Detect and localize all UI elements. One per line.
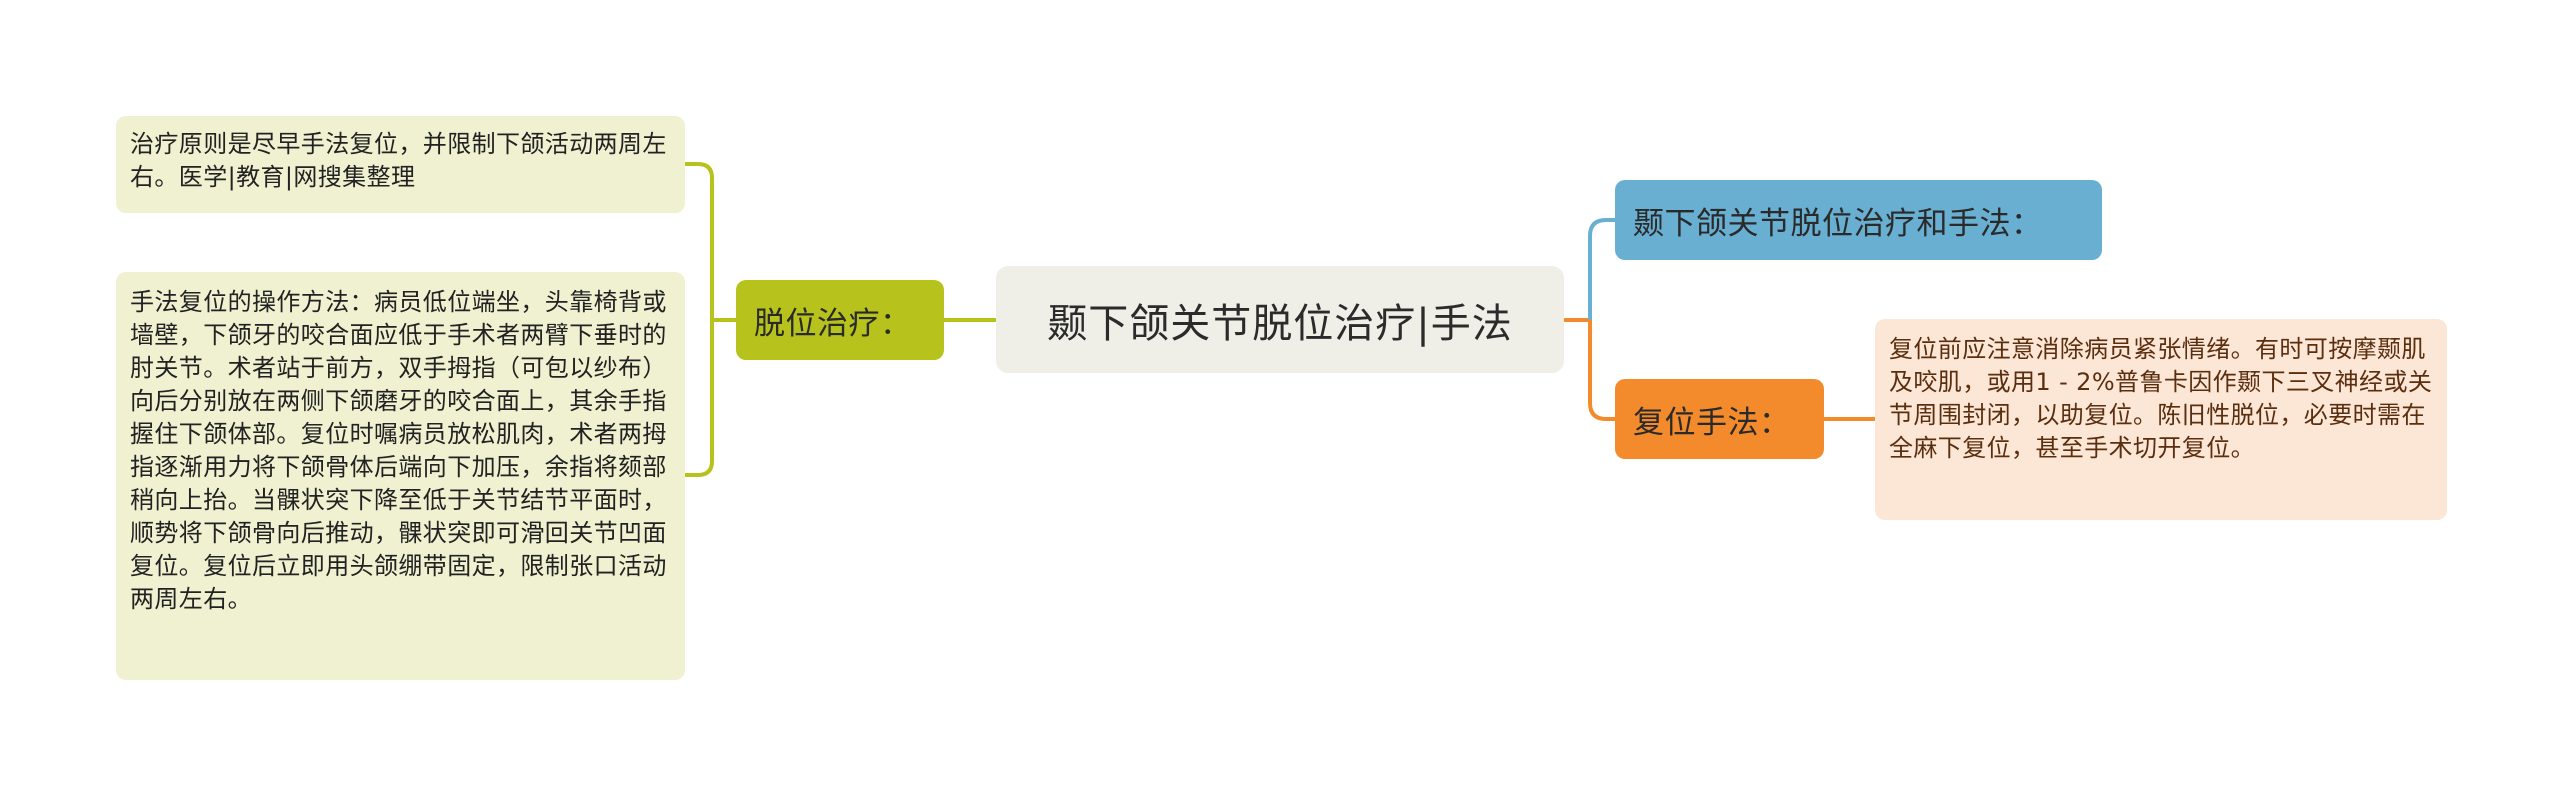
subtopic-label: 脱位治疗： <box>754 305 912 342</box>
leaf-manual-reduction-procedure[interactable]: 手法复位的操作方法：病员低位端坐，头靠椅背或墙壁，下颌牙的咬合面应低于手术者两臂… <box>116 272 685 680</box>
leaf-text: 手法复位的操作方法：病员低位端坐，头靠椅背或墙壁，下颌牙的咬合面应低于手术者两臂… <box>130 288 667 613</box>
subtopic-dislocation-treatment[interactable]: 脱位治疗： <box>736 280 944 360</box>
subtopic-reduction-technique[interactable]: 复位手法： <box>1615 379 1824 459</box>
subtopic-treatment-and-technique[interactable]: 颞下颌关节脱位治疗和手法： <box>1615 180 2102 260</box>
central-topic-label: 颞下颌关节脱位治疗|手法 <box>1047 300 1513 347</box>
central-topic[interactable]: 颞下颌关节脱位治疗|手法 <box>996 266 1564 373</box>
leaf-text: 复位前应注意消除病员紧张情绪。有时可按摩颞肌及咬肌，或用1 - 2%普鲁卡因作颞… <box>1889 335 2433 462</box>
subtopic-label: 复位手法： <box>1633 404 1791 441</box>
leaf-reduction-notes[interactable]: 复位前应注意消除病员紧张情绪。有时可按摩颞肌及咬肌，或用1 - 2%普鲁卡因作颞… <box>1875 319 2447 520</box>
subtopic-label: 颞下颌关节脱位治疗和手法： <box>1633 205 2043 242</box>
leaf-treatment-principle[interactable]: 治疗原则是尽早手法复位，并限制下颌活动两周左右。医学|教育|网搜集整理 <box>116 116 685 213</box>
leaf-text: 治疗原则是尽早手法复位，并限制下颌活动两周左右。医学|教育|网搜集整理 <box>130 130 667 191</box>
